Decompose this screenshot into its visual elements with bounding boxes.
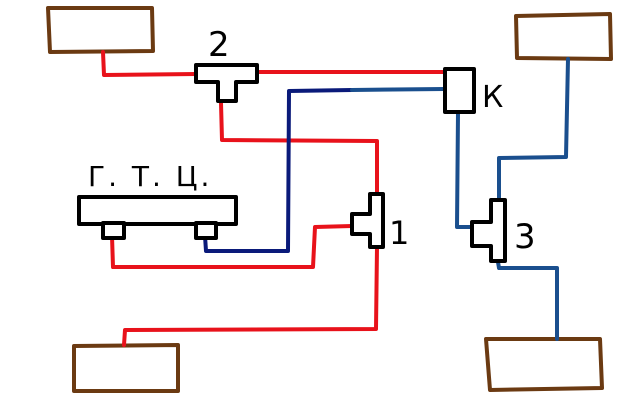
blue-line-valve3-to-wheel xyxy=(496,260,559,341)
blue-line-navy-to-k xyxy=(350,87,446,92)
blue-line-wheel-to-valve3 xyxy=(497,57,570,202)
unit-k xyxy=(443,67,476,114)
red-line-gtc-to-valve1 xyxy=(110,224,354,269)
blue-circuit xyxy=(350,57,570,341)
master-cylinder xyxy=(77,195,238,240)
valve-1 xyxy=(350,192,385,249)
valve-1-body xyxy=(350,192,385,249)
red-line-wheel-to-valve2 xyxy=(101,50,199,77)
valve-3 xyxy=(470,198,507,263)
valve-3-body xyxy=(470,198,507,263)
navy-line-gtc-to-k xyxy=(203,88,354,253)
wheel-top-right xyxy=(514,12,613,61)
label-valve-2: 2 xyxy=(208,25,230,65)
master-cylinder-port-left xyxy=(101,221,126,240)
wheel-top-left xyxy=(46,6,155,54)
master-cylinder-port-right xyxy=(194,221,218,240)
labels: Г. Т. Ц. 2 1 3 К xyxy=(88,25,536,257)
wheel-bottom-right xyxy=(484,337,604,392)
master-cylinder-body xyxy=(77,195,238,226)
wheel-cylinders xyxy=(46,6,613,393)
valve-2-body xyxy=(194,63,259,103)
label-valve-3: 3 xyxy=(514,217,536,257)
label-unit-k: К xyxy=(482,80,503,115)
unit-k-body xyxy=(443,67,476,114)
wheel-bottom-left xyxy=(72,343,180,393)
navy-circuit xyxy=(203,88,354,253)
red-line-valve1-to-wheel xyxy=(122,245,379,347)
red-line-valve2-to-valve1 xyxy=(219,101,379,197)
valve-2 xyxy=(194,63,259,103)
label-master-cylinder: Г. Т. Ц. xyxy=(88,160,212,193)
red-circuit xyxy=(101,50,446,347)
blue-line-k-to-valve3 xyxy=(455,111,472,229)
label-valve-1: 1 xyxy=(389,214,409,252)
